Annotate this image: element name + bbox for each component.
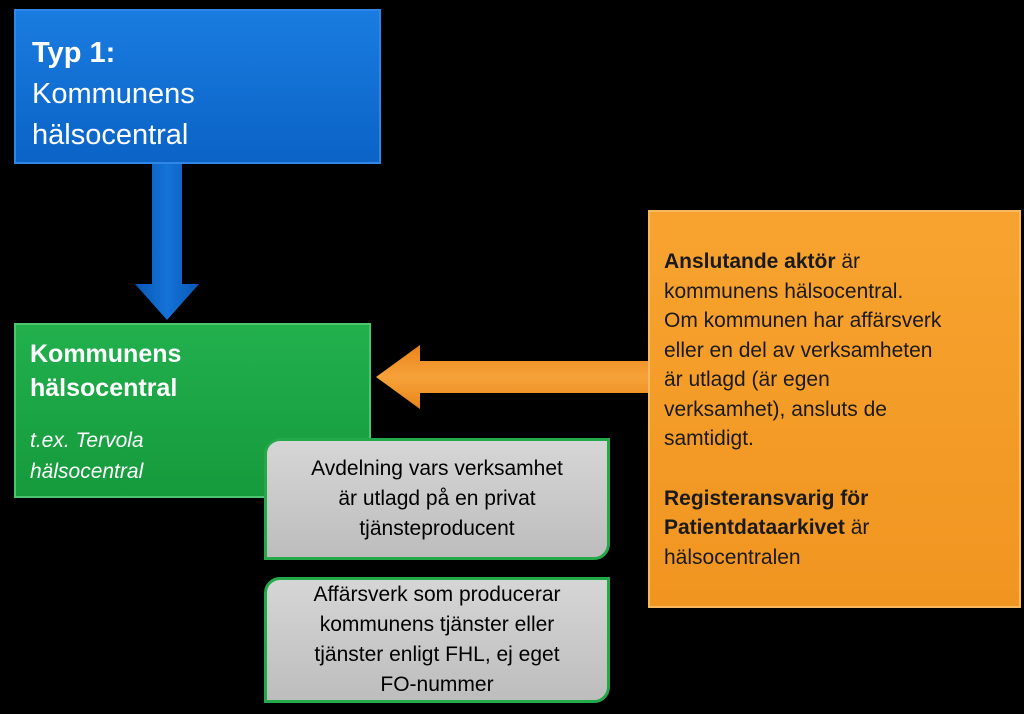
health-center-example-2: hälsocentral xyxy=(30,460,144,483)
health-center-box: Kommunens hälsocentral t.ex. Tervola häl… xyxy=(14,323,371,498)
registrar-label-1: Registeransvarig för xyxy=(664,486,869,510)
info-line-2: kommunens hälsocentral. xyxy=(664,279,904,303)
enterprise-box: Affärsverk som producerar kommunens tjän… xyxy=(264,577,610,703)
enterprise-line-2: kommunens tjänster eller xyxy=(319,613,555,636)
enterprise-line-3: tjänster enligt FHL, ej eget xyxy=(314,643,560,666)
info-box: Anslutande aktör är kommunens hälsocentr… xyxy=(648,210,1021,608)
health-center-title-1: Kommunens xyxy=(30,340,182,368)
enterprise-line-4: FO-nummer xyxy=(380,673,494,696)
health-center-example-1: t.ex. Tervola xyxy=(30,429,144,452)
info-line-6: verksamhet), ansluts de xyxy=(664,397,887,421)
type-line-2: hälsocentral xyxy=(32,119,189,151)
down-arrow xyxy=(135,164,199,320)
enterprise-line-1: Affärsverk som producerar xyxy=(313,583,561,606)
connecting-actor-line: Anslutande aktör är xyxy=(664,250,861,273)
left-arrow xyxy=(376,345,648,409)
info-line-7: samtidigt. xyxy=(664,427,754,450)
info-line-last: hälsocentralen xyxy=(664,545,801,569)
health-center-title-2: hälsocentral xyxy=(30,374,178,402)
info-line-3: Om kommunen har affärsverk xyxy=(664,309,942,332)
registrar-line: Patientdataarkivet är xyxy=(664,516,870,539)
department-line-2: är utlagd på en privat xyxy=(338,487,536,510)
department-line-3: tjänsteproducent xyxy=(359,517,515,540)
registrar-label-2: Patientdataarkivet xyxy=(664,516,845,539)
type-line-1: Kommunens xyxy=(32,78,195,110)
type-title: Typ 1: xyxy=(32,37,116,69)
department-line-1: Avdelning vars verksamhet xyxy=(311,457,563,480)
info-line-4: eller en del av verksamheten xyxy=(664,338,933,362)
info-line-5: är utlagd (är egen xyxy=(664,368,830,391)
connecting-actor-label: Anslutande aktör xyxy=(664,250,836,273)
type-1-box: Typ 1: Kommunens hälsocentral xyxy=(14,9,381,164)
department-box: Avdelning vars verksamhet är utlagd på e… xyxy=(264,438,610,560)
